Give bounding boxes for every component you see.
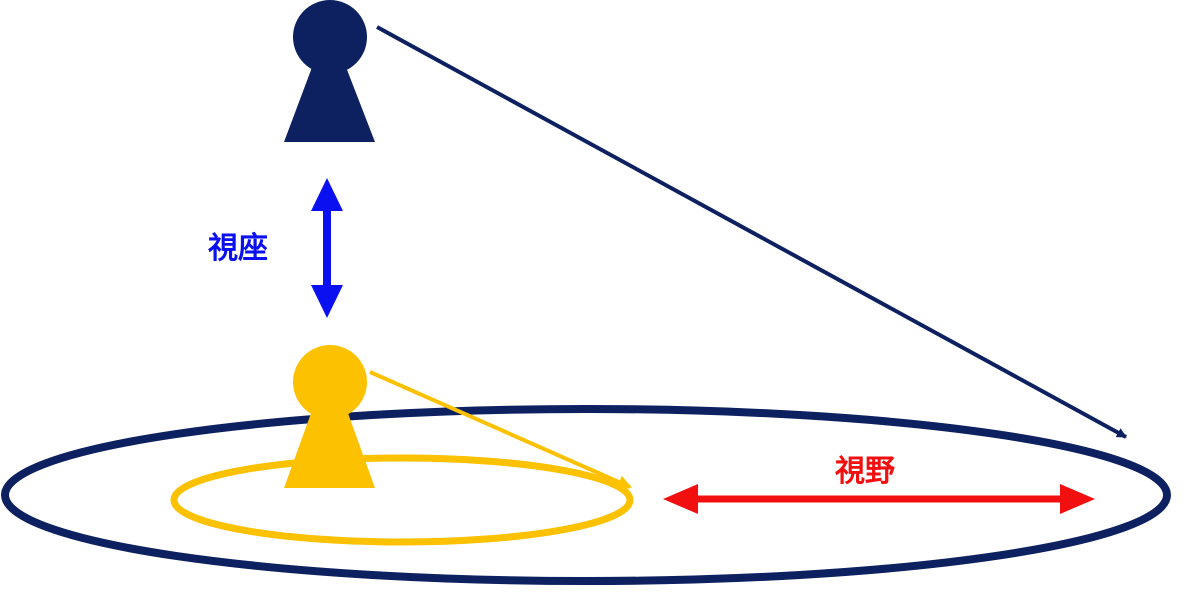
viewpoint-height-arrow	[311, 178, 343, 318]
field-of-view-label: 視野	[835, 454, 895, 489]
high-viewpoint-person-icon	[284, 0, 375, 142]
narrow-field-ellipse	[170, 454, 634, 546]
low-sight-line	[369, 370, 632, 489]
viewpoint-height-label: 視座	[208, 231, 268, 266]
field-of-view-arrow	[663, 484, 1095, 514]
low-viewpoint-person-icon	[284, 345, 375, 488]
wide-field-ellipse	[1, 405, 1171, 585]
high-sight-line	[376, 25, 1127, 439]
